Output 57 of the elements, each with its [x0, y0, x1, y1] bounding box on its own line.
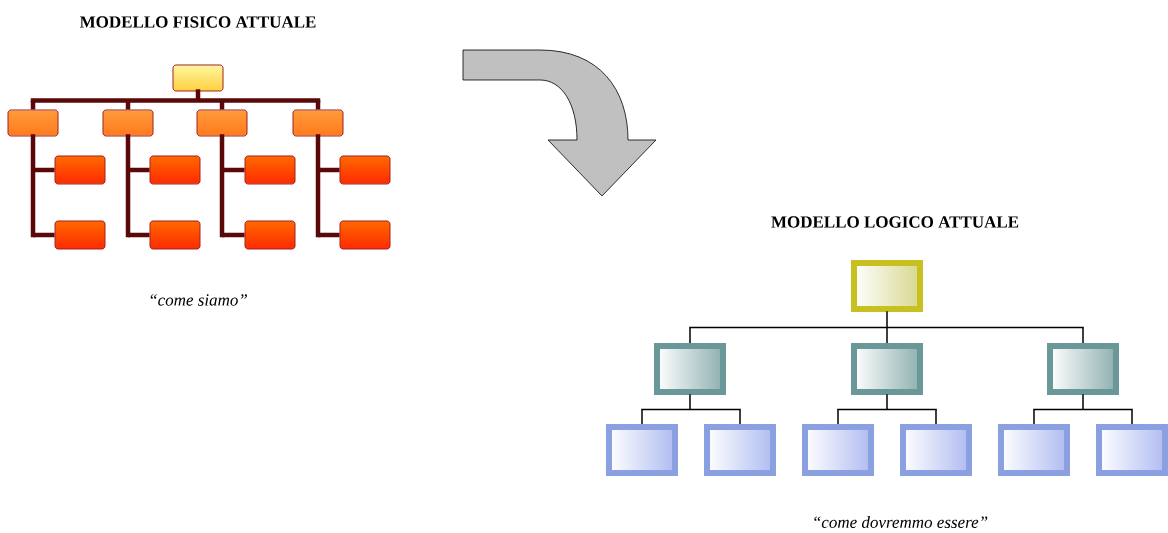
org-box — [1096, 424, 1168, 476]
caption-text: “come dovremmo essere” — [814, 516, 988, 528]
connector-line — [1082, 326, 1084, 344]
org-box — [292, 109, 344, 137]
connector-line — [935, 408, 937, 425]
connector-line — [33, 232, 55, 238]
connector-line — [30, 89, 321, 103]
org-box — [244, 155, 296, 185]
connector-line — [689, 311, 1084, 329]
connector-line — [641, 394, 741, 411]
connector-line — [739, 408, 741, 425]
org-box — [149, 220, 201, 250]
connector-line — [30, 100, 36, 110]
org-box — [244, 220, 296, 250]
org-box — [654, 343, 726, 395]
title-text: MODELLO FISICO ATTUALE — [79, 16, 316, 28]
org-box — [7, 109, 59, 137]
connector-line — [1033, 394, 1133, 411]
connector-line — [222, 232, 245, 238]
connector-line — [222, 167, 245, 173]
connector-line — [1033, 408, 1035, 425]
connector-line — [318, 232, 340, 238]
connector-line — [689, 326, 691, 344]
connector-line — [318, 167, 340, 173]
connector-line — [837, 394, 937, 411]
connector-line — [30, 134, 36, 238]
org-box — [1047, 343, 1119, 395]
org-box — [149, 155, 201, 185]
org-box — [802, 424, 874, 476]
connector-line — [837, 408, 839, 425]
connector-line — [219, 134, 225, 238]
connector-line — [1131, 408, 1133, 425]
org-box — [172, 64, 224, 92]
org-box — [196, 109, 248, 137]
connector-line — [315, 100, 321, 110]
title-text: MODELLO LOGICO ATTUALE — [771, 216, 1019, 228]
caption-text: “come siamo” — [150, 294, 247, 306]
org-box — [339, 220, 391, 250]
org-box — [339, 155, 391, 185]
connector-line — [641, 408, 643, 425]
org-box — [900, 424, 972, 476]
org-box — [102, 109, 154, 137]
org-box — [54, 220, 106, 250]
org-box — [606, 424, 678, 476]
org-box — [851, 260, 923, 312]
connector-line — [125, 100, 131, 110]
connector-line — [128, 167, 150, 173]
connector-line — [219, 100, 225, 110]
org-box — [704, 424, 776, 476]
org-box — [998, 424, 1070, 476]
connector-line — [315, 134, 321, 238]
connector-line — [886, 326, 888, 344]
connector-line — [128, 232, 150, 238]
connector-line — [33, 167, 55, 173]
org-box — [851, 343, 923, 395]
org-box — [54, 155, 106, 185]
connector-line — [125, 134, 131, 238]
